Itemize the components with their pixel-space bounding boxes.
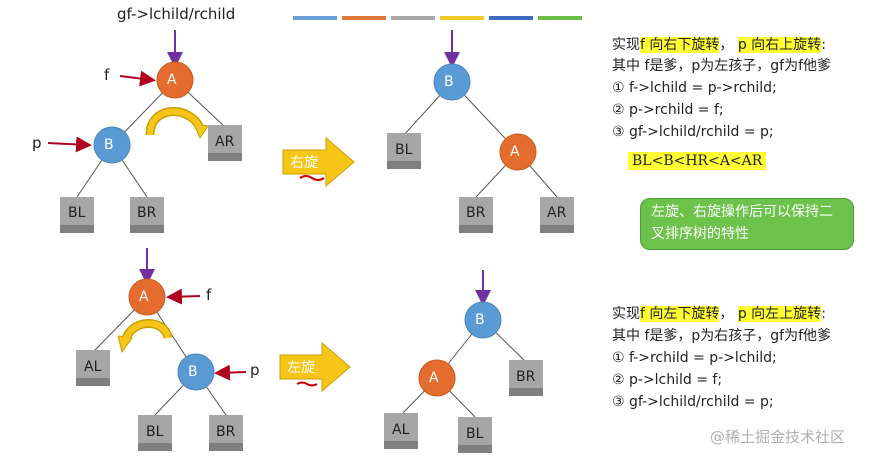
leaf-BL-label: BL [466, 426, 484, 442]
right-rotate-step-3: ③ gf->lchild/rchild = p; [612, 124, 774, 140]
watermark: @稀土掘金技术社区 [710, 428, 846, 446]
f-pointer-label: f [206, 286, 212, 304]
left-rotate-step-1: ① f->rchild = p->lchild; [612, 350, 777, 366]
node-B-label: B [104, 137, 114, 153]
node-B [464, 301, 502, 339]
left-rotate-arrow-icon [279, 341, 351, 393]
node-B [433, 63, 471, 101]
leaf-BL-label: BL [68, 205, 86, 221]
left-rotate-step-2: ② p->lchild = f; [612, 372, 723, 388]
node-B-label: B [444, 74, 454, 90]
node-A [156, 61, 194, 99]
right-rotate-label: 右旋 [290, 155, 318, 171]
leaf-AR-label: AR [215, 134, 235, 150]
left-rotate-description: 实现f 向左下旋转， p 向左上旋转: [612, 306, 826, 322]
left-rotate-label: 左旋 [287, 360, 315, 376]
title-bar-segment [293, 16, 337, 20]
node-A [499, 133, 537, 171]
node-A-label: A [139, 289, 149, 305]
right-rotate-explain: 其中 f是爹，p为左孩子，gf为f他爹 [612, 58, 832, 74]
title-bar-segment [391, 16, 435, 20]
node-A-label: A [510, 144, 520, 160]
leaf-BR-label: BR [216, 424, 236, 440]
title-bar-segment [538, 16, 582, 20]
node-A-label: A [429, 370, 439, 386]
node-A-label: A [167, 72, 177, 88]
p-pointer-label: p [250, 361, 260, 379]
node-A [418, 359, 456, 397]
title-bar-segment [342, 16, 386, 20]
note-callout: 左旋、右旋操作后可以保持二叉排序树的特性 [640, 198, 854, 250]
leaf-BR-label: BR [516, 369, 536, 385]
tree-after-left-rotate [384, 270, 543, 453]
leaf-AL-label: AL [392, 422, 410, 438]
gf-pointer-label: gf->lchild/rchild [117, 5, 236, 23]
right-rotate-step-2: ② p->rchild = f; [612, 102, 724, 118]
left-rotate-step-3: ③ gf->lchild/rchild = p; [612, 394, 774, 410]
tree-before-left-rotate [76, 248, 247, 451]
p-pointer-label: p [32, 134, 42, 152]
p-pointer-arrow [47, 136, 92, 153]
title-bar-segment [489, 16, 533, 20]
title-color-bar [293, 16, 582, 20]
leaf-AR-label: AR [547, 205, 567, 221]
right-rotate-step-1: ① f->lchild = p->rchild; [612, 80, 777, 96]
f-pointer-arrow [119, 70, 156, 87]
tree-before-right-rotate [47, 30, 242, 233]
node-B [93, 126, 131, 164]
node-A [128, 278, 166, 316]
title-bar-segment [440, 16, 484, 20]
order-sequence: BL<B<HR<A<AR [628, 152, 767, 170]
tree-after-right-rotate [387, 30, 574, 233]
node-B-label: B [475, 312, 485, 328]
leaf-BR-label: BR [137, 205, 157, 221]
leaf-AL-label: AL [84, 359, 102, 375]
right-rotate-description: 实现f 向右下旋转， p 向右上旋转: [612, 37, 826, 53]
left-rotate-explain: 其中 f是爹，p为右孩子，gf为f他爹 [612, 328, 832, 344]
node-B-label: B [188, 364, 198, 380]
leaf-BR-label: BR [466, 205, 486, 221]
leaf-BL-label: BL [395, 142, 413, 158]
f-pointer-label: f [104, 66, 110, 84]
leaf-BL-label: BL [146, 424, 164, 440]
node-B [177, 353, 215, 391]
right-rotate-arrow-icon [282, 136, 355, 188]
